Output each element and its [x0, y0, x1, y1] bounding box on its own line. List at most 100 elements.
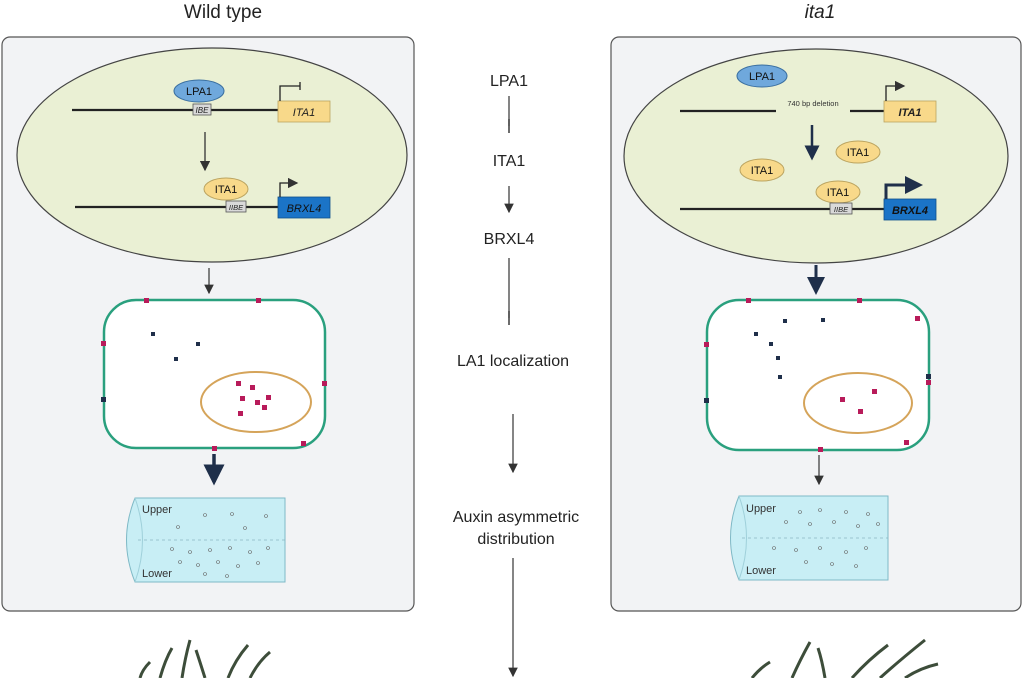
pathway-column: LPA1 ITA1 BRXL4 LA1 localization Auxin a…	[453, 73, 579, 678]
ita1-title: ita1	[805, 2, 836, 23]
auxin-dots-ita1	[772, 508, 880, 568]
ita1-protein-a	[835, 140, 881, 164]
la1-dot	[872, 389, 877, 394]
leaf	[816, 647, 827, 678]
membrane-dot	[144, 298, 149, 303]
ita1-protein-b-label: ITA1	[751, 165, 773, 177]
wild-type-inner-nucleus	[200, 371, 312, 433]
stem-end-ita1	[738, 495, 747, 581]
auxin-dot	[264, 514, 268, 518]
ita1-nucleus	[623, 48, 1009, 264]
la1-dot	[858, 409, 863, 414]
membrane-dot	[926, 374, 931, 379]
auxin-dot	[243, 526, 247, 530]
membrane-dot	[322, 381, 327, 386]
auxin-dot	[248, 550, 252, 554]
la1-dot	[238, 411, 243, 416]
lpa1-protein	[173, 79, 225, 103]
stem-lower-label: Lower	[142, 568, 172, 580]
auxin-dot	[830, 562, 834, 566]
auxin-dot	[794, 548, 798, 552]
ita1-protein-c-label: ITA1	[827, 187, 849, 199]
leaf	[158, 647, 174, 678]
brxl4-gene-box-ita1	[883, 198, 937, 221]
pathway-auxin-line1: Auxin asymmetric	[453, 509, 579, 526]
stem-upper-label: Upper	[142, 504, 172, 516]
ita1-protein-label: ITA1	[215, 184, 237, 196]
membrane-dots	[101, 298, 327, 451]
ita1-plant	[750, 638, 939, 678]
cyto-dot	[776, 356, 780, 360]
auxin-dot	[832, 520, 836, 524]
la1-dot	[266, 395, 271, 400]
membrane-dot	[256, 298, 261, 303]
leaf	[790, 641, 812, 678]
stem-lower-label-ita1: Lower	[746, 565, 776, 577]
auxin-dot	[844, 550, 848, 554]
leaf	[226, 644, 250, 678]
auxin-dot	[876, 522, 880, 526]
ita1-protein-a-label: ITA1	[847, 147, 869, 159]
auxin-dots-wild-type	[170, 512, 270, 578]
auxin-dot	[176, 525, 180, 529]
wild-type-panel: Wild type LPA1 IBE ITA1 ITA1 IIBE BRXL4	[1, 2, 415, 678]
ita1-protein-b	[739, 158, 785, 182]
auxin-dot	[170, 547, 174, 551]
ibs-box	[192, 103, 212, 116]
pathway-ita1: ITA1	[493, 153, 526, 170]
la1-dot	[840, 397, 845, 402]
ita1-gene-label-right: ITA1	[898, 107, 921, 119]
ita1-cell	[705, 298, 931, 452]
auxin-dot	[856, 524, 860, 528]
auxin-dot	[808, 522, 812, 526]
auxin-dot	[864, 546, 868, 550]
promoter-active-ita1	[885, 80, 906, 101]
auxin-dot	[216, 560, 220, 564]
auxin-dot	[866, 512, 870, 516]
stem-end	[134, 497, 143, 583]
auxin-dot	[798, 510, 802, 514]
membrane-dot	[704, 342, 709, 347]
auxin-dot	[196, 563, 200, 567]
cytoplasm-dots	[151, 332, 200, 361]
pathway-brxl4: BRXL4	[484, 231, 535, 248]
membrane-dot	[746, 298, 751, 303]
ita1-gene-box-right	[883, 100, 937, 123]
membrane-dot	[915, 316, 920, 321]
cyto-dot	[196, 342, 200, 346]
membrane-dot	[857, 298, 862, 303]
iibe-label-ita1: IIBE	[834, 205, 849, 214]
pathway-lpa1: LPA1	[490, 73, 528, 90]
lpa1-label: LPA1	[186, 86, 212, 98]
iibe-label: IIBE	[229, 203, 244, 212]
cyto-dot	[174, 357, 178, 361]
membrane-dot	[212, 446, 217, 451]
auxin-dot	[256, 561, 260, 565]
ita1-gene-label: ITA1	[293, 107, 315, 119]
brxl4-gene-label-ita1: BRXL4	[892, 205, 928, 217]
leaf	[878, 638, 926, 678]
promoter-active	[279, 177, 299, 197]
membrane-dot	[818, 447, 823, 452]
membrane-dot	[101, 397, 106, 402]
membrane-dot	[904, 440, 909, 445]
membrane-dots-ita1	[704, 298, 931, 452]
lpa1-label-ita1: LPA1	[749, 71, 775, 83]
iibe-box	[225, 200, 247, 213]
deletion-label: 740 bp deletion	[787, 99, 838, 108]
auxin-dot	[266, 546, 270, 550]
cyto-dot	[778, 375, 782, 379]
membrane-dot	[101, 341, 106, 346]
auxin-dot	[804, 560, 808, 564]
ita1-panel: ita1 740 bp deletion LPA1 ITA1 ITA1 ITA1…	[610, 2, 1022, 678]
leaf	[904, 662, 939, 678]
auxin-dot	[230, 512, 234, 516]
cyto-dot	[769, 342, 773, 346]
auxin-dot	[854, 564, 858, 568]
la1-dot	[240, 396, 245, 401]
ita1-protein	[203, 177, 249, 201]
pathway-la1-localization: LA1 localization	[457, 353, 569, 370]
auxin-dot	[844, 510, 848, 514]
la1-dots-in-nucleus-ita1	[840, 389, 877, 414]
